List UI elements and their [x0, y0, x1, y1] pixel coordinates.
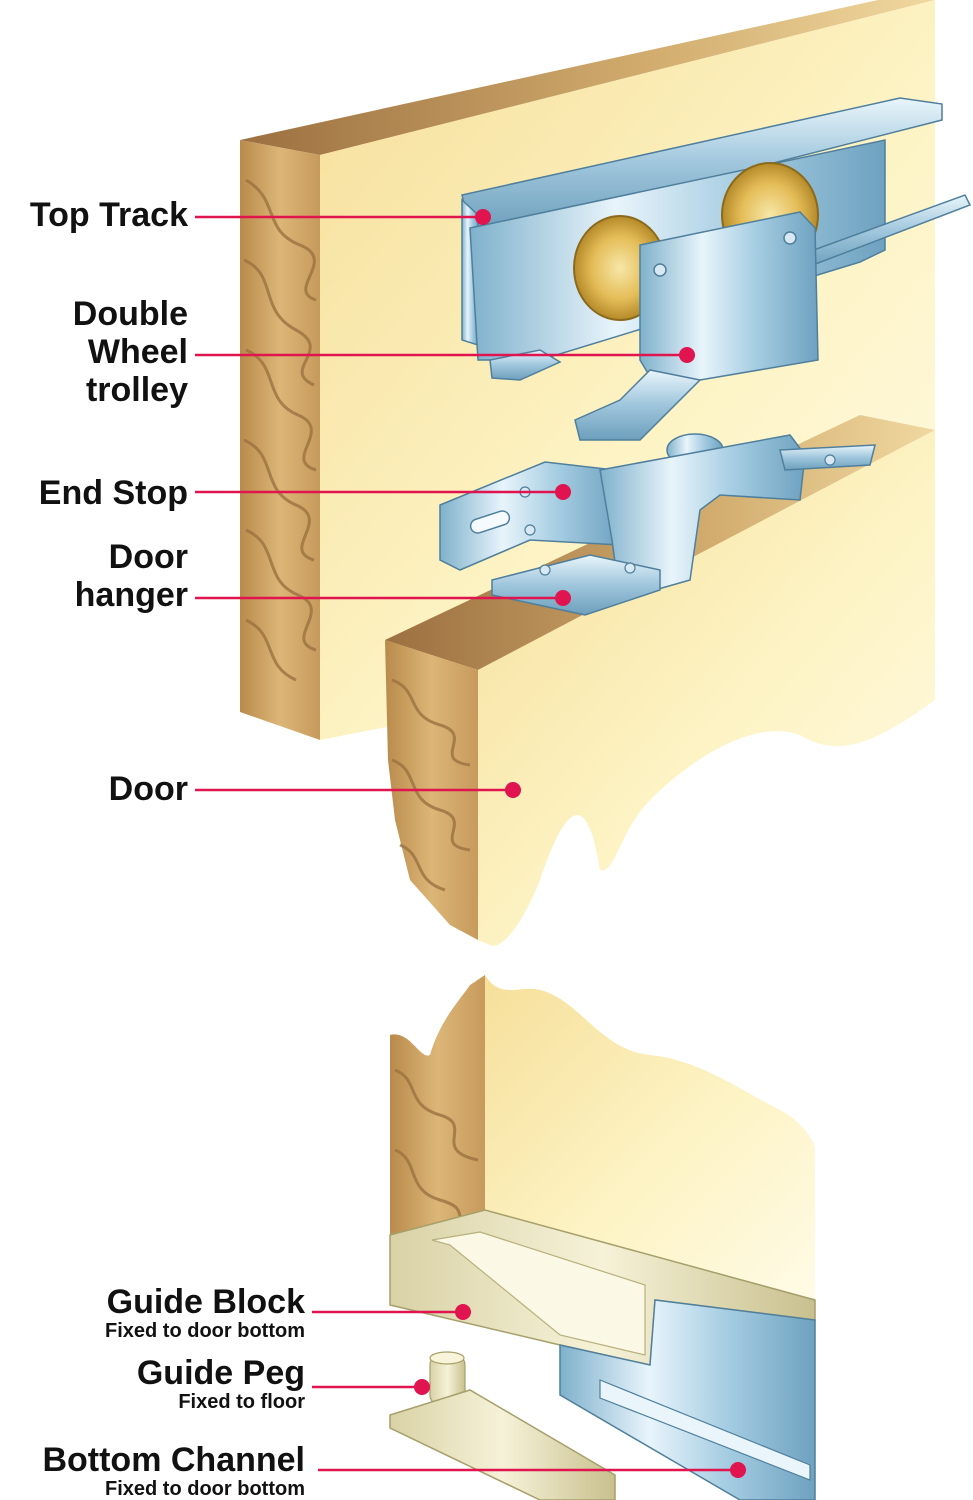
leader-dot-end-stop [555, 484, 571, 500]
label-top-track-text: Top Track [29, 196, 188, 234]
label-double-wheel-trolley-line-3: trolley [85, 371, 188, 410]
door-face [478, 430, 935, 946]
hanger-screw-3 [824, 454, 836, 466]
guide-block-recess [431, 1231, 646, 1356]
leader-dot-guide-peg [414, 1379, 430, 1395]
wall-grain [243, 178, 317, 682]
label-bottom-channel: Bottom Channel Fixed to door bottom [42, 1441, 305, 1500]
label-end-stop: End Stop [39, 474, 188, 512]
trolley-screw-1 [653, 263, 667, 277]
label-guide-peg-title: Guide Peg [136, 1354, 305, 1392]
wall-side-edge [240, 140, 320, 740]
label-guide-peg: Guide Peg Fixed to floor [137, 1354, 305, 1413]
label-double-wheel-trolley-line-2: Wheel [87, 333, 188, 372]
hanger-plate [491, 554, 661, 616]
channel-inner-rail [599, 1379, 811, 1481]
label-bottom-channel-title: Bottom Channel [42, 1441, 305, 1479]
leader-dot-double-wheel-trolley [679, 347, 695, 363]
track-lip [489, 349, 562, 381]
label-guide-block: Guide Block Fixed to door bottom [105, 1283, 305, 1342]
end-stop-screw-2 [524, 524, 536, 536]
trolley-neck [574, 369, 702, 441]
end-stop-slot [469, 510, 511, 534]
leader-dot-door-hanger [555, 590, 571, 606]
wall-top-edge [240, 0, 935, 155]
hanger-screw-2 [624, 562, 636, 574]
leader-lines [195, 209, 746, 1478]
label-end-stop-text: End Stop [38, 474, 188, 512]
label-door-hanger-line-1: Door [108, 538, 188, 576]
trolley-plate [639, 211, 819, 381]
label-door: Door [109, 770, 188, 808]
door-grain [391, 678, 471, 892]
label-guide-peg-note: Fixed to floor [178, 1391, 305, 1414]
label-door-hanger-line-2: hanger [74, 576, 188, 615]
door-lower-face [485, 975, 815, 1300]
leader-dot-door [505, 782, 521, 798]
end-stop-bracket [439, 461, 621, 571]
trolley-screw-2 [783, 231, 797, 245]
leader-dot-top-track [475, 209, 491, 225]
guide-peg [429, 1351, 466, 1406]
guide-peg-top [429, 1351, 465, 1365]
label-double-wheel-trolley-line-1: Double [72, 295, 188, 333]
door-hanger [491, 434, 876, 616]
label-bottom-channel-note: Fixed to door bottom [105, 1478, 305, 1500]
label-door-hanger: Door hanger [75, 538, 188, 614]
label-guide-block-title: Guide Block [106, 1283, 305, 1321]
label-double-wheel-trolley: Double Wheel trolley [73, 295, 188, 409]
end-stop [439, 461, 621, 571]
hanger-screw-1 [539, 564, 551, 576]
label-top-track: Top Track [30, 196, 188, 234]
leader-dot-guide-block [455, 1304, 471, 1320]
bottom-channel [389, 1299, 816, 1500]
leader-dot-bottom-channel [730, 1462, 746, 1478]
label-guide-block-note: Fixed to door bottom [105, 1320, 305, 1343]
label-door-text: Door [108, 770, 188, 808]
floor-plate [389, 1389, 616, 1500]
